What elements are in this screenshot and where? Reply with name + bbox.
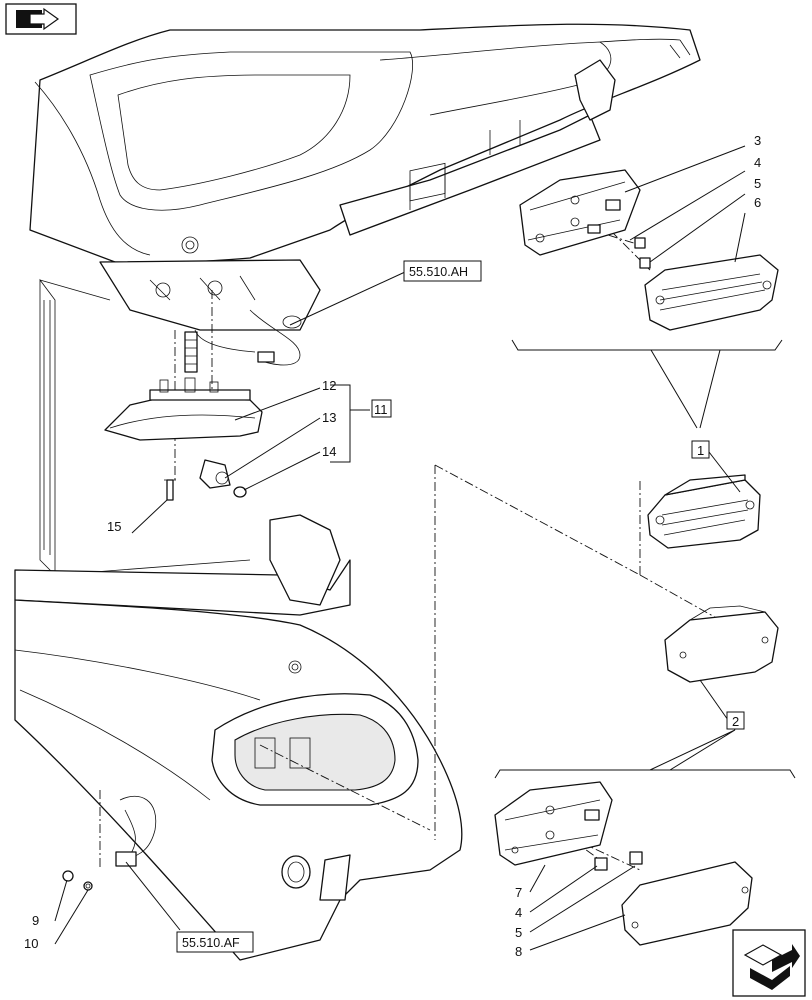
callout-7: 7: [515, 885, 522, 900]
callout-5b: 5: [515, 925, 522, 940]
reference-ah-label: 55.510.AH: [409, 265, 468, 279]
callout-2: 2: [732, 714, 739, 729]
cab-frame: [14, 278, 351, 616]
roof-harness: [194, 309, 301, 366]
arrow-into-box-icon[interactable]: [5, 3, 77, 35]
callout-3: 3: [754, 133, 761, 148]
callout-5: 5: [754, 176, 761, 191]
callout-11: 11: [374, 402, 388, 417]
lower-lamp-exploded: [494, 781, 753, 946]
callout-13: 13: [322, 410, 336, 425]
lamp-assembly-1: [647, 474, 761, 549]
callout-labels: 3 4 5 6 1 2 7 4 5 8 12 13 14 11 15 9 10: [24, 133, 761, 959]
roof-lamp-assembly: [104, 331, 263, 501]
reference-af[interactable]: 55.510.AF: [176, 931, 254, 953]
upper-lamp-exploded: [511, 169, 783, 351]
leader-lines: [54, 145, 746, 951]
reference-ah[interactable]: 55.510.AH: [403, 260, 482, 282]
callout-14: 14: [322, 444, 336, 459]
reference-af-label: 55.510.AF: [182, 936, 240, 950]
callout-1: 1: [697, 443, 704, 458]
callout-4: 4: [754, 155, 761, 170]
fender-body: [14, 599, 463, 961]
callout-6: 6: [754, 195, 761, 210]
cab-roof: [29, 23, 701, 331]
callout-9: 9: [32, 913, 39, 928]
callout-15: 15: [107, 519, 121, 534]
callout-12: 12: [322, 378, 336, 393]
fender-harness: [62, 795, 157, 891]
callout-10: 10: [24, 936, 38, 951]
lamp-assembly-2: [494, 605, 796, 779]
callout-4b: 4: [515, 905, 522, 920]
callout-8: 8: [515, 944, 522, 959]
arrow-out-of-box-icon[interactable]: [732, 929, 806, 997]
